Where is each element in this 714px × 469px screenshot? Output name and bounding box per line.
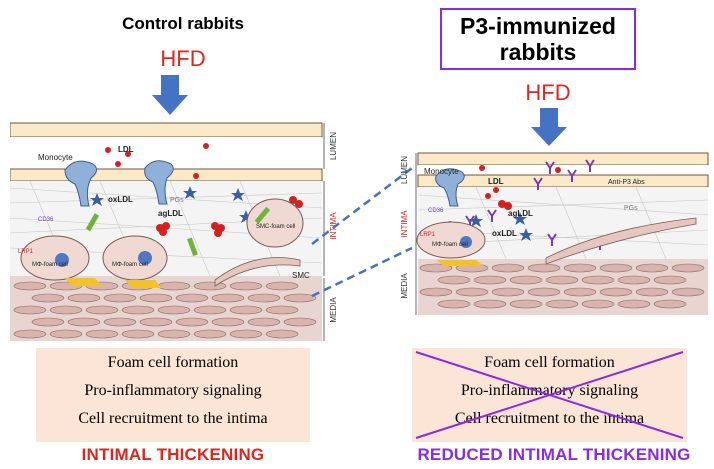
left-lumen-label: LUMEN [329,132,338,160]
left-title: Control rabbits [122,14,244,33]
right-ldl-particles [479,165,561,199]
left-agldl-label: agLDL [158,209,183,218]
right-effects-panel: Foam cell formation Pro-inflammatory sig… [412,348,687,442]
right-agldl-label: agLDL [508,209,533,218]
right-effect-3: Cell recruitment to the intima [454,410,645,427]
left-effect-1: Foam cell formation [107,354,239,371]
left-pg-label: PGs [170,197,184,204]
right-outcome: REDUCED INTIMAL THICKENING [417,445,691,464]
left-receptors [65,206,271,288]
left-monocyte-2 [144,160,174,205]
right-media-label: MEDIA [400,273,409,299]
right-smc-cell [545,217,697,265]
right-effect-1: Foam cell formation [484,354,615,371]
left-smc-foam-label: SMC-foam cell [256,224,295,230]
left-smc-label: SMC [292,271,310,280]
left-effect-2: Pro-inflammatory signaling [84,382,262,399]
left-artery-illustration: LUMEN INTIMA MEDIA Monocyte LDL oxLDL ag… [10,122,338,341]
right-foam-cell-nucleus [460,236,472,248]
right-receptor-yellow [436,260,484,266]
right-cross-out-mark [415,351,684,439]
left-monocyte-label: Monocyte [38,153,73,162]
left-smc-cell [214,257,301,287]
right-cd36-label: CD36 [428,208,444,214]
left-endothelium-top [10,122,323,138]
left-intima-label: INTIMA [329,212,338,240]
left-outcome: INTIMAL THICKENING [81,445,265,464]
right-artery-illustration: LUMEN INTIMA MEDIA Monocyte LDL Anti-P3 … [400,152,709,315]
left-foam-cell-2 [102,235,168,281]
right-pg-label: PGs [624,205,638,212]
left-lrp1-label: LRP1 [18,249,34,255]
right-intima-label: INTIMA [400,210,409,238]
left-ldl-label: LDL [118,145,134,154]
right-media-cells [419,263,705,309]
right-oxldl-stars [469,212,533,241]
right-monocyte-label: Monocyte [424,167,459,176]
right-ldl-label: LDL [488,177,504,186]
left-mo-foam-label-1: MΦ-foam cell [32,262,68,268]
left-smc-foam-cell [246,198,304,248]
left-media-cells [13,281,317,339]
zoom-connector-lines [311,167,413,298]
left-cd36-label: CD36 [38,217,54,223]
left-media-label: MEDIA [329,297,338,323]
right-oxldl-label: oxLDL [492,229,517,238]
right-lrp1-label: LRP1 [420,232,436,238]
left-monocyte-1 [64,160,97,207]
right-title: P3-immunized rabbits [460,13,616,65]
left-foam-cell-1 [20,235,90,281]
right-hfd-label: HFD [525,80,571,105]
right-anti-p3-label: Anti-P3 Abs [608,179,645,186]
right-foam-cell [416,221,486,259]
left-mo-foam-label-2: MΦ-foam cell [112,262,148,268]
right-title-box: P3-immunized rabbits [440,8,636,70]
right-mo-foam-label: MΦ-foam cell [432,242,468,248]
left-foam-cell-1-nucleus [55,253,69,267]
left-down-arrow [152,75,188,115]
right-effect-2: Pro-inflammatory signaling [460,382,639,399]
left-hfd-label: HFD [160,46,206,71]
left-effect-3: Cell recruitment to the intima [78,410,268,427]
right-down-arrow [531,108,567,146]
left-ldl-particles [105,143,209,179]
left-oxldl-label: oxLDL [108,195,133,204]
right-monocyte [435,168,465,207]
right-lumen-label: LUMEN [400,156,409,184]
left-effects-panel: Foam cell formation Pro-inflammatory sig… [36,348,310,442]
left-foam-cell-2-nucleus [138,251,152,265]
